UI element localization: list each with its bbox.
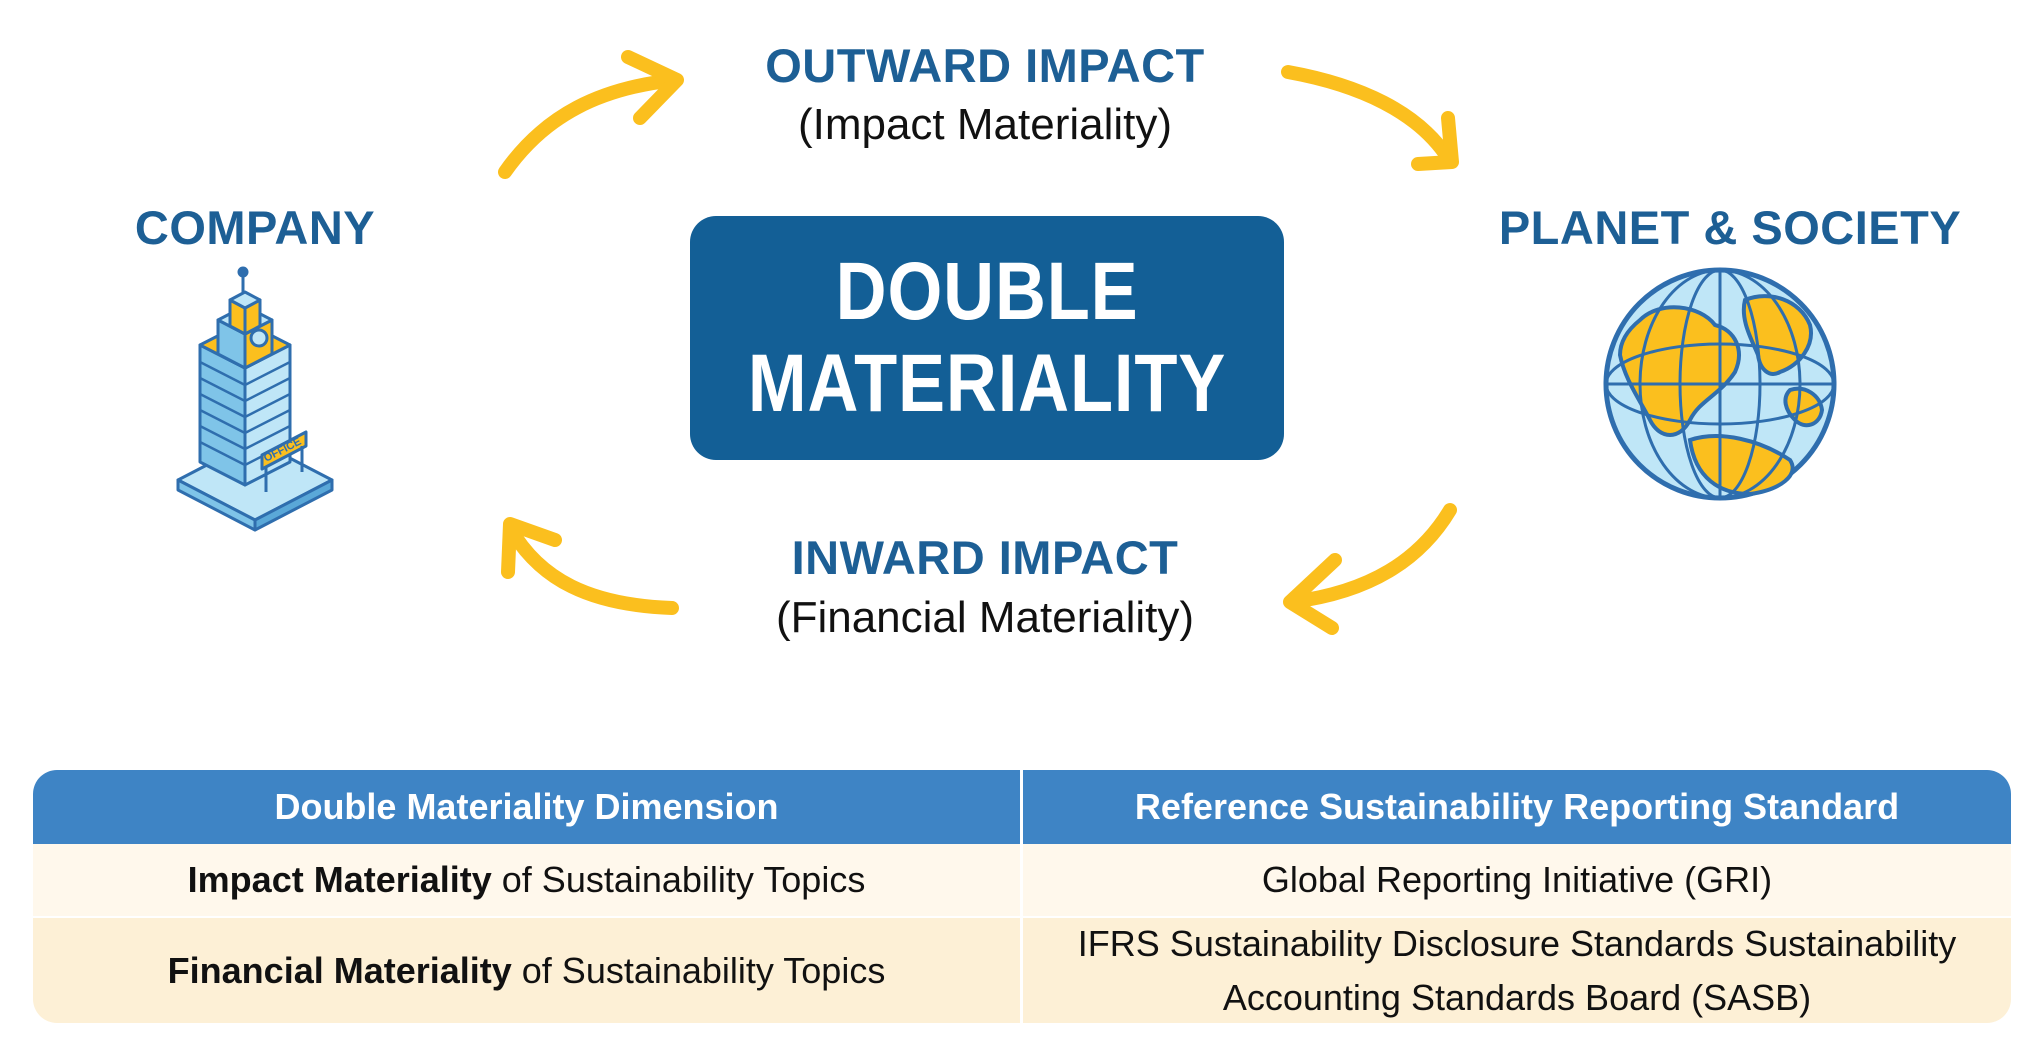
table-cell-standard: Global Reporting Initiative (GRI) <box>1020 844 2011 918</box>
outward-impact-subtitle: (Impact Materiality) <box>797 100 1173 149</box>
center-title-line1: DOUBLE <box>835 246 1139 337</box>
arrow-top-left <box>498 50 684 179</box>
table-cell-dimension: Impact Materiality of Sustainability Top… <box>33 844 1020 918</box>
planet-society-title: PLANET & SOCIETY <box>1498 201 1962 254</box>
materiality-table: Double Materiality Dimension Reference S… <box>33 770 2011 1023</box>
arrow-bottom-left <box>501 517 679 615</box>
globe-icon <box>1603 267 1837 501</box>
double-materiality-box: DOUBLE MATERIALITY <box>690 216 1284 460</box>
standard-line1: IFRS Sustainability Disclosure Standards… <box>1077 922 1957 964</box>
table-cell-standard: IFRS Sustainability Disclosure Standards… <box>1020 918 2011 1023</box>
inward-impact-title: INWARD IMPACT <box>791 531 1179 584</box>
dimension-bold: Impact Materiality <box>187 859 492 900</box>
arrow-top-right <box>1281 65 1459 171</box>
table-header-row: Double Materiality Dimension Reference S… <box>33 770 2011 844</box>
center-title-line2: MATERIALITY <box>747 338 1227 429</box>
standard-line2: Accounting Standards Board (SASB) <box>1222 976 1812 1018</box>
office-building-icon: OFFICE <box>176 266 334 532</box>
table-cell-dimension: Financial Materiality of Sustainability … <box>33 918 1020 1023</box>
arrow-bottom-right <box>1283 503 1457 635</box>
table-row: Impact Materiality of Sustainability Top… <box>33 844 2011 918</box>
inward-impact-subtitle: (Financial Materiality) <box>775 593 1195 642</box>
outward-impact-title: OUTWARD IMPACT <box>765 39 1205 92</box>
dimension-rest: of Sustainability Topics <box>521 949 886 991</box>
dimension-bold: Financial Materiality <box>167 949 512 991</box>
table-header-standard: Reference Sustainability Reporting Stand… <box>1020 770 2011 844</box>
table-row: Financial Materiality of Sustainability … <box>33 918 2011 1023</box>
dimension-rest: of Sustainability Topics <box>501 859 866 900</box>
company-title: COMPANY <box>134 201 376 254</box>
table-header-dimension: Double Materiality Dimension <box>33 770 1020 844</box>
